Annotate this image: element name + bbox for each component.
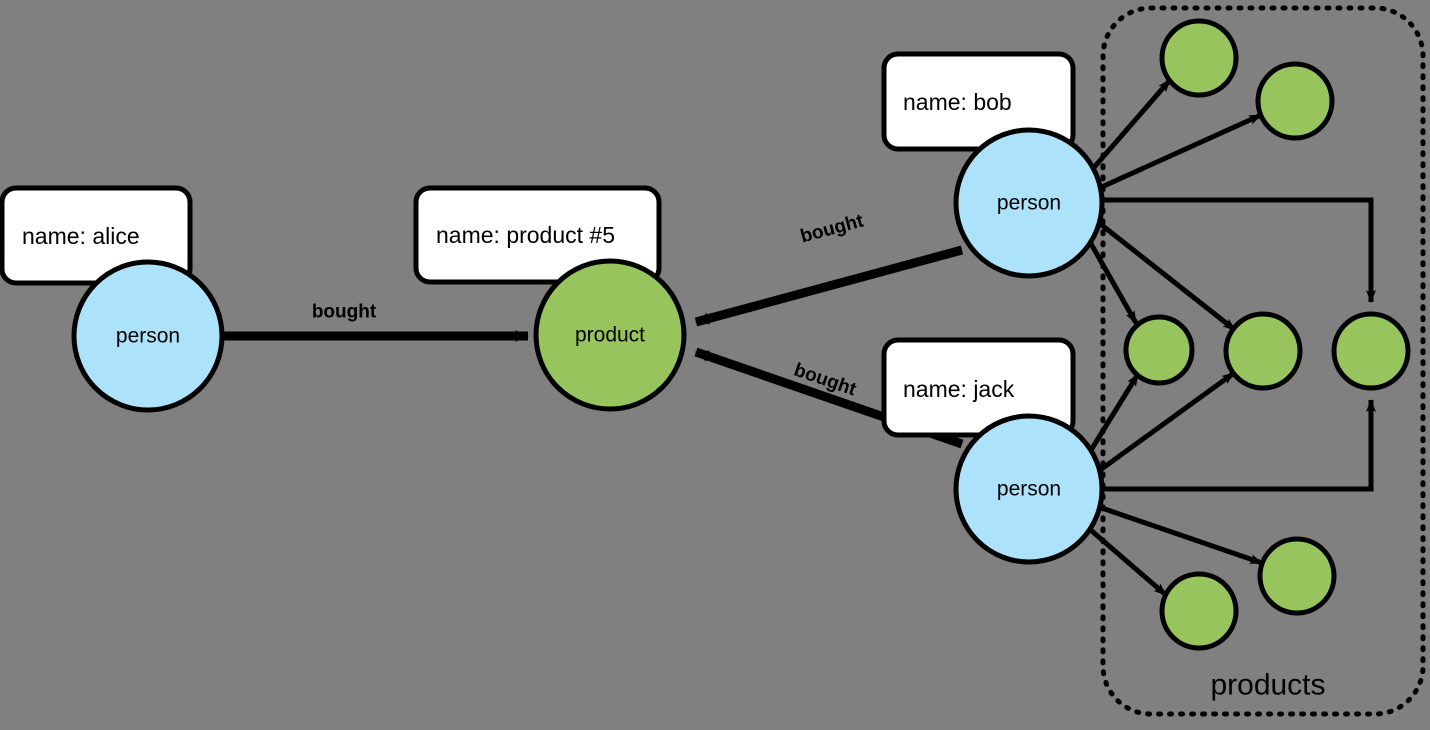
property-text: name: jack <box>903 376 1015 402</box>
node-label: person <box>997 192 1061 215</box>
product-node[interactable] <box>1159 18 1239 98</box>
node-product5[interactable]: product <box>533 258 687 412</box>
product-node[interactable] <box>1255 61 1335 141</box>
property-text: name: bob <box>903 89 1012 115</box>
edge-label-alice-bought: bought <box>312 302 377 323</box>
bob-product-edges <box>1083 78 1376 332</box>
edge-label-bob-bought: bought <box>798 210 866 247</box>
property-text: name: alice <box>22 223 140 249</box>
cluster-label: products <box>1210 669 1325 702</box>
product-node[interactable] <box>1331 311 1411 391</box>
node-jack[interactable]: person <box>953 413 1105 565</box>
property-box-alice: name: alice <box>0 185 193 286</box>
product-node[interactable] <box>1123 314 1195 386</box>
node-label: person <box>997 478 1061 501</box>
edge-jack-p5 <box>1102 399 1376 492</box>
node-alice[interactable]: person <box>71 259 225 413</box>
node-label: person <box>116 325 180 348</box>
product-node[interactable] <box>1223 311 1303 391</box>
product-node-circle[interactable] <box>533 258 687 412</box>
edge-bob-p2 <box>1093 112 1263 193</box>
edge-bob-p4 <box>1092 217 1237 332</box>
property-box <box>413 185 662 285</box>
property-box-product: name: product #5 <box>413 185 662 285</box>
person-node-circle[interactable] <box>953 127 1105 279</box>
property-box-bob: name: bob <box>881 51 1076 152</box>
person-node-circle[interactable] <box>953 413 1105 565</box>
property-box-jack: name: jack <box>881 337 1076 438</box>
product-node[interactable] <box>1257 536 1337 616</box>
edge-bob-p5 <box>1102 197 1376 303</box>
edge-jack-p6 <box>1084 524 1168 597</box>
edge-jack-p4 <box>1094 370 1236 476</box>
edge-bob-bought <box>694 245 964 327</box>
jack-product-edges <box>1084 370 1376 597</box>
product-node[interactable] <box>1159 571 1239 651</box>
product-nodes <box>1123 18 1411 651</box>
person-node-circle[interactable] <box>71 259 225 413</box>
node-bob[interactable]: person <box>953 127 1105 279</box>
products-cluster: products <box>1100 5 1426 717</box>
edge-jack-p7 <box>1095 503 1263 566</box>
edge-bob-p3 <box>1083 233 1139 325</box>
property-text: name: product #5 <box>436 222 615 248</box>
edge-jack-p3 <box>1085 372 1141 457</box>
node-label: product <box>575 324 645 347</box>
cluster-border <box>1100 5 1426 717</box>
edge-bob-p1 <box>1088 78 1172 174</box>
